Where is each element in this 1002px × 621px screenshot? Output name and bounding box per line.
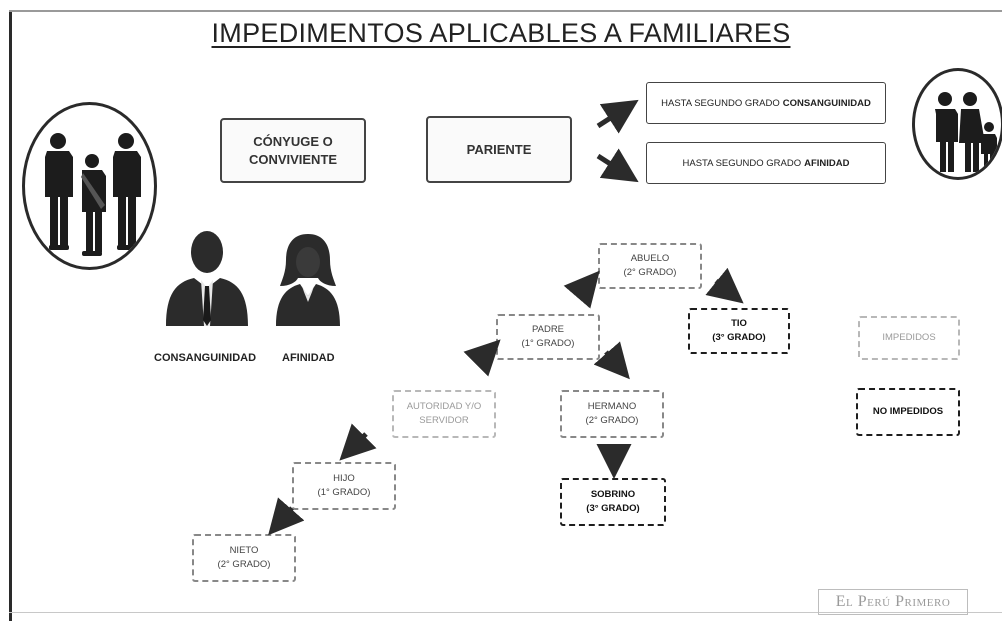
frame-left-border [9, 10, 12, 621]
tio-grade: (3° GRADO) [712, 332, 766, 343]
frame-bottom-border [9, 612, 1002, 613]
abuelo-name: ABUELO [630, 252, 670, 264]
hijo-name: HIJO [333, 472, 355, 484]
sobrino-grade: (3° GRADO) [586, 503, 640, 514]
autoridad-line1: AUTORIDAD Y/O [406, 400, 482, 412]
nieto-grade: (2° GRADO) [217, 559, 271, 570]
afinidad-text: HASTA SEGUNDO GRADO [682, 157, 802, 169]
consanguinidad-text: HASTA SEGUNDO GRADO [661, 97, 780, 109]
conyuge-line2: CONVIVIENTE [248, 151, 338, 167]
padre-grade: (1° GRADO) [521, 338, 575, 349]
abuelo-grade: (2° GRADO) [623, 267, 677, 278]
page-title: IMPEDIMENTOS APLICABLES A FAMILIARES [211, 18, 791, 48]
brand-logo: El Perú Primero [818, 589, 968, 615]
padre-name: PADRE [531, 323, 565, 335]
legend-impedidos: IMPEDIDOS [858, 316, 960, 360]
arrow-icon [268, 497, 305, 536]
family-group-icon [22, 102, 157, 270]
tree-nieto: NIETO (2° GRADO) [192, 534, 296, 582]
legend-no-impedidos: NO IMPEDIDOS [856, 388, 960, 436]
frame-top-border [9, 10, 1002, 12]
caption-afinidad: AFINIDAD [282, 352, 335, 364]
caption-consanguinidad: CONSANGUINIDAD [154, 352, 257, 364]
conyuge-line1: CÓNYUGE O [253, 133, 333, 149]
tree-hijo: HIJO (1° GRADO) [292, 462, 396, 510]
arrow-icon [593, 341, 630, 380]
man-silhouette-icon [162, 228, 252, 326]
tree-sobrino: SOBRINO (3° GRADO) [560, 478, 666, 526]
tree-padre: PADRE (1° GRADO) [496, 314, 600, 360]
consanguinidad-bold: CONSANGUINIDAD [782, 97, 871, 109]
autoridad-line2: SERVIDOR [419, 415, 469, 426]
hermano-name: HERMANO [587, 400, 637, 412]
arrow-icon [339, 423, 377, 461]
afinidad-box: HASTA SEGUNDO GRADO AFINIDAD [646, 142, 886, 184]
tio-name: TIO [731, 317, 747, 329]
afinidad-bold: AFINIDAD [804, 157, 850, 169]
tree-abuelo: ABUELO (2° GRADO) [598, 243, 702, 289]
woman-silhouette-icon [272, 232, 344, 326]
nieto-name: NIETO [229, 544, 259, 556]
arrow-icon [705, 267, 744, 304]
pariente-box: PARIENTE [426, 116, 572, 183]
consanguinidad-box: HASTA SEGUNDO GRADO CONSANGUINIDAD [646, 82, 886, 124]
hermano-grade: (2° GRADO) [585, 415, 639, 426]
arrow-icon [596, 99, 639, 134]
sobrino-name: SOBRINO [590, 488, 636, 500]
tree-autoridad: AUTORIDAD Y/O SERVIDOR [392, 390, 496, 438]
conyuge-box: CÓNYUGE O CONVIVIENTE [220, 118, 366, 183]
tree-tio: TIO (3° GRADO) [688, 308, 790, 354]
arrow-icon [463, 339, 501, 377]
hijo-grade: (1° GRADO) [317, 487, 371, 498]
tree-hermano: HERMANO (2° GRADO) [560, 390, 664, 438]
arrow-icon [563, 270, 600, 309]
arrow-icon [596, 148, 639, 183]
